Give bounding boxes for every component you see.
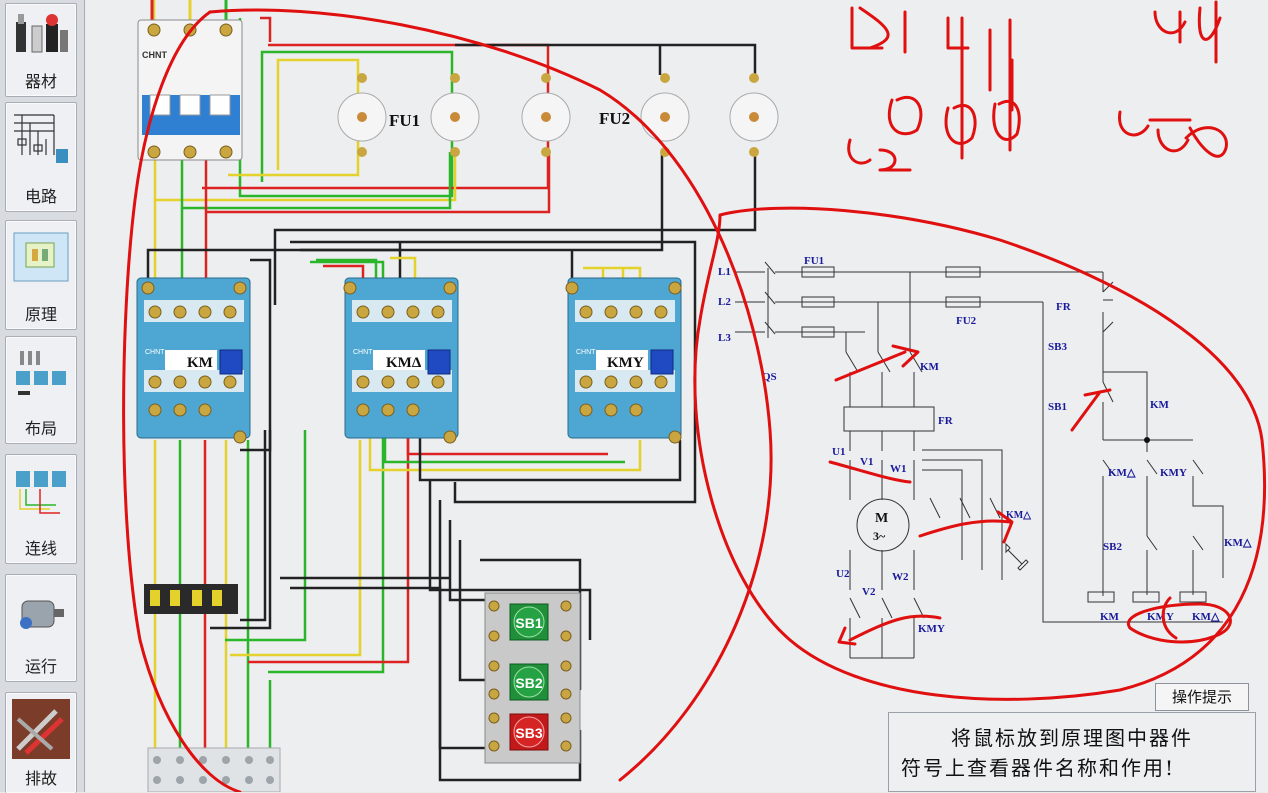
circuit-icon bbox=[14, 114, 68, 163]
sch-km-main: KM bbox=[920, 361, 940, 373]
sidebar-item-principle[interactable]: 原理 bbox=[5, 220, 77, 330]
thermal-relay[interactable] bbox=[144, 584, 238, 614]
hint-line-2: 符号上查看器件名称和作用! bbox=[901, 756, 1176, 780]
motor-phase: 3~ bbox=[873, 529, 886, 543]
sidebar-item-wiring[interactable]: 连线 bbox=[5, 454, 77, 564]
breaker-brand: CHNT bbox=[142, 50, 167, 60]
tools-icon bbox=[12, 699, 70, 759]
fuse[interactable] bbox=[640, 73, 690, 157]
sidebar-item-run[interactable]: 运行 bbox=[5, 574, 77, 682]
sch-w2: W2 bbox=[892, 571, 909, 583]
sidebar-item-circuit[interactable]: 电路 bbox=[5, 102, 77, 212]
sch-kmd-main: KM△ bbox=[1006, 510, 1031, 521]
sidebar-item-layout[interactable]: 布局 bbox=[5, 336, 77, 444]
sch-sb1: SB1 bbox=[1048, 401, 1067, 413]
mouse-cursor-icon bbox=[1005, 542, 1029, 571]
sch-coil-kmd: KM△ bbox=[1192, 611, 1220, 623]
sidebar-item-label: 原理 bbox=[24, 305, 57, 324]
sch-l2: L2 bbox=[718, 296, 731, 308]
wiring-icon bbox=[16, 471, 66, 514]
sch-v1: V1 bbox=[860, 456, 873, 468]
contactor-km-delta-label: KMΔ bbox=[386, 355, 422, 371]
sch-coil-kmy: KMY bbox=[1147, 611, 1174, 623]
circuit-breaker[interactable]: CHNT bbox=[137, 19, 243, 161]
sb2-label: SB2 bbox=[515, 675, 542, 691]
sch-u1: U1 bbox=[832, 446, 845, 458]
hint-line-1: 将鼠标放到原理图中器件 bbox=[951, 726, 1193, 750]
sb1-label: SB1 bbox=[515, 615, 542, 631]
button-station: SB1 SB2 SB3 bbox=[484, 592, 581, 764]
sidebar-item-label: 排故 bbox=[24, 769, 57, 788]
sidebar-item-label: 运行 bbox=[24, 657, 57, 676]
contactor-km-label: KM bbox=[187, 355, 213, 371]
sch-sb2: SB2 bbox=[1103, 541, 1122, 553]
pen-annotations bbox=[122, 0, 1266, 792]
sch-kmy-nc: KMY bbox=[1160, 467, 1187, 479]
sch-fu1: FU1 bbox=[804, 255, 824, 267]
sidebar-item-label: 连线 bbox=[24, 539, 57, 558]
sb2-button[interactable]: SB2 bbox=[509, 663, 549, 701]
sch-km-hold: KM bbox=[1150, 399, 1170, 411]
sch-kmd-hold: KM△ bbox=[1224, 537, 1252, 549]
sch-l1: L1 bbox=[718, 266, 731, 278]
sch-fr-ctrl: FR bbox=[1056, 301, 1072, 313]
contactor-km-y[interactable]: CHNT KMY bbox=[565, 277, 682, 444]
sidebar-item-label: 电路 bbox=[24, 187, 57, 206]
contactor-brand: CHNT bbox=[353, 349, 373, 356]
sch-kmy-main: KMY bbox=[918, 623, 945, 635]
equipment-icon bbox=[16, 14, 68, 53]
tool-sidebar: 器材 电路 原理 布局 连线 bbox=[0, 0, 85, 793]
sb1-button[interactable]: SB1 bbox=[509, 603, 549, 641]
sch-l3: L3 bbox=[718, 332, 731, 344]
fuse[interactable] bbox=[521, 73, 571, 157]
sch-fr-main: FR bbox=[938, 415, 954, 427]
contactor-brand: CHNT bbox=[145, 349, 165, 356]
sidebar-item-label: 器材 bbox=[24, 72, 57, 91]
fu1-label: FU1 bbox=[389, 111, 420, 130]
motor-icon bbox=[20, 600, 64, 629]
contactor-km-delta[interactable]: CHNT KMΔ bbox=[343, 277, 459, 444]
contactor-km[interactable]: CHNT KM bbox=[136, 277, 251, 444]
sidebar-item-label: 布局 bbox=[24, 419, 57, 438]
sch-qs: QS bbox=[762, 371, 777, 383]
sb3-label: SB3 bbox=[515, 725, 542, 741]
contactor-km-y-label: KMY bbox=[607, 355, 644, 371]
fuse[interactable] bbox=[430, 73, 480, 157]
contactor-brand: CHNT bbox=[576, 349, 596, 356]
sb3-button[interactable]: SB3 bbox=[509, 713, 549, 751]
sch-coil-km: KM bbox=[1100, 611, 1120, 623]
principle-icon bbox=[13, 232, 69, 282]
sch-v2: V2 bbox=[862, 586, 876, 598]
workspace-canvas: CHNT FU1 FU2 CHNT KM bbox=[86, 0, 1268, 792]
schematic-diagram: L1 L2 L3 QS FU1 FU2 KM FR U1 V1 W1 M 3~ … bbox=[718, 255, 1252, 659]
sch-kmd-nc: KM△ bbox=[1108, 467, 1136, 479]
wiring-board: CHNT FU1 FU2 CHNT KM bbox=[136, 0, 779, 792]
sidebar-item-troubleshoot[interactable]: 排故 bbox=[5, 692, 77, 793]
fuse[interactable] bbox=[337, 73, 387, 157]
operation-hint-panel: 将鼠标放到原理图中器件 符号上查看器件名称和作用! bbox=[888, 712, 1256, 792]
motor-symbol: M bbox=[875, 511, 888, 526]
sch-fu2: FU2 bbox=[956, 315, 977, 327]
sch-sb3: SB3 bbox=[1048, 341, 1067, 353]
layout-icon bbox=[16, 351, 66, 395]
fuse-group: FU1 FU2 bbox=[337, 73, 779, 157]
sidebar-item-equipment[interactable]: 器材 bbox=[5, 3, 77, 97]
operation-hint-tab[interactable]: 操作提示 bbox=[1155, 683, 1249, 711]
sch-u2: U2 bbox=[836, 568, 850, 580]
terminal-strip[interactable] bbox=[147, 747, 281, 792]
sch-w1: W1 bbox=[890, 463, 907, 475]
fuse[interactable] bbox=[729, 73, 779, 157]
fu2-label: FU2 bbox=[599, 109, 630, 128]
